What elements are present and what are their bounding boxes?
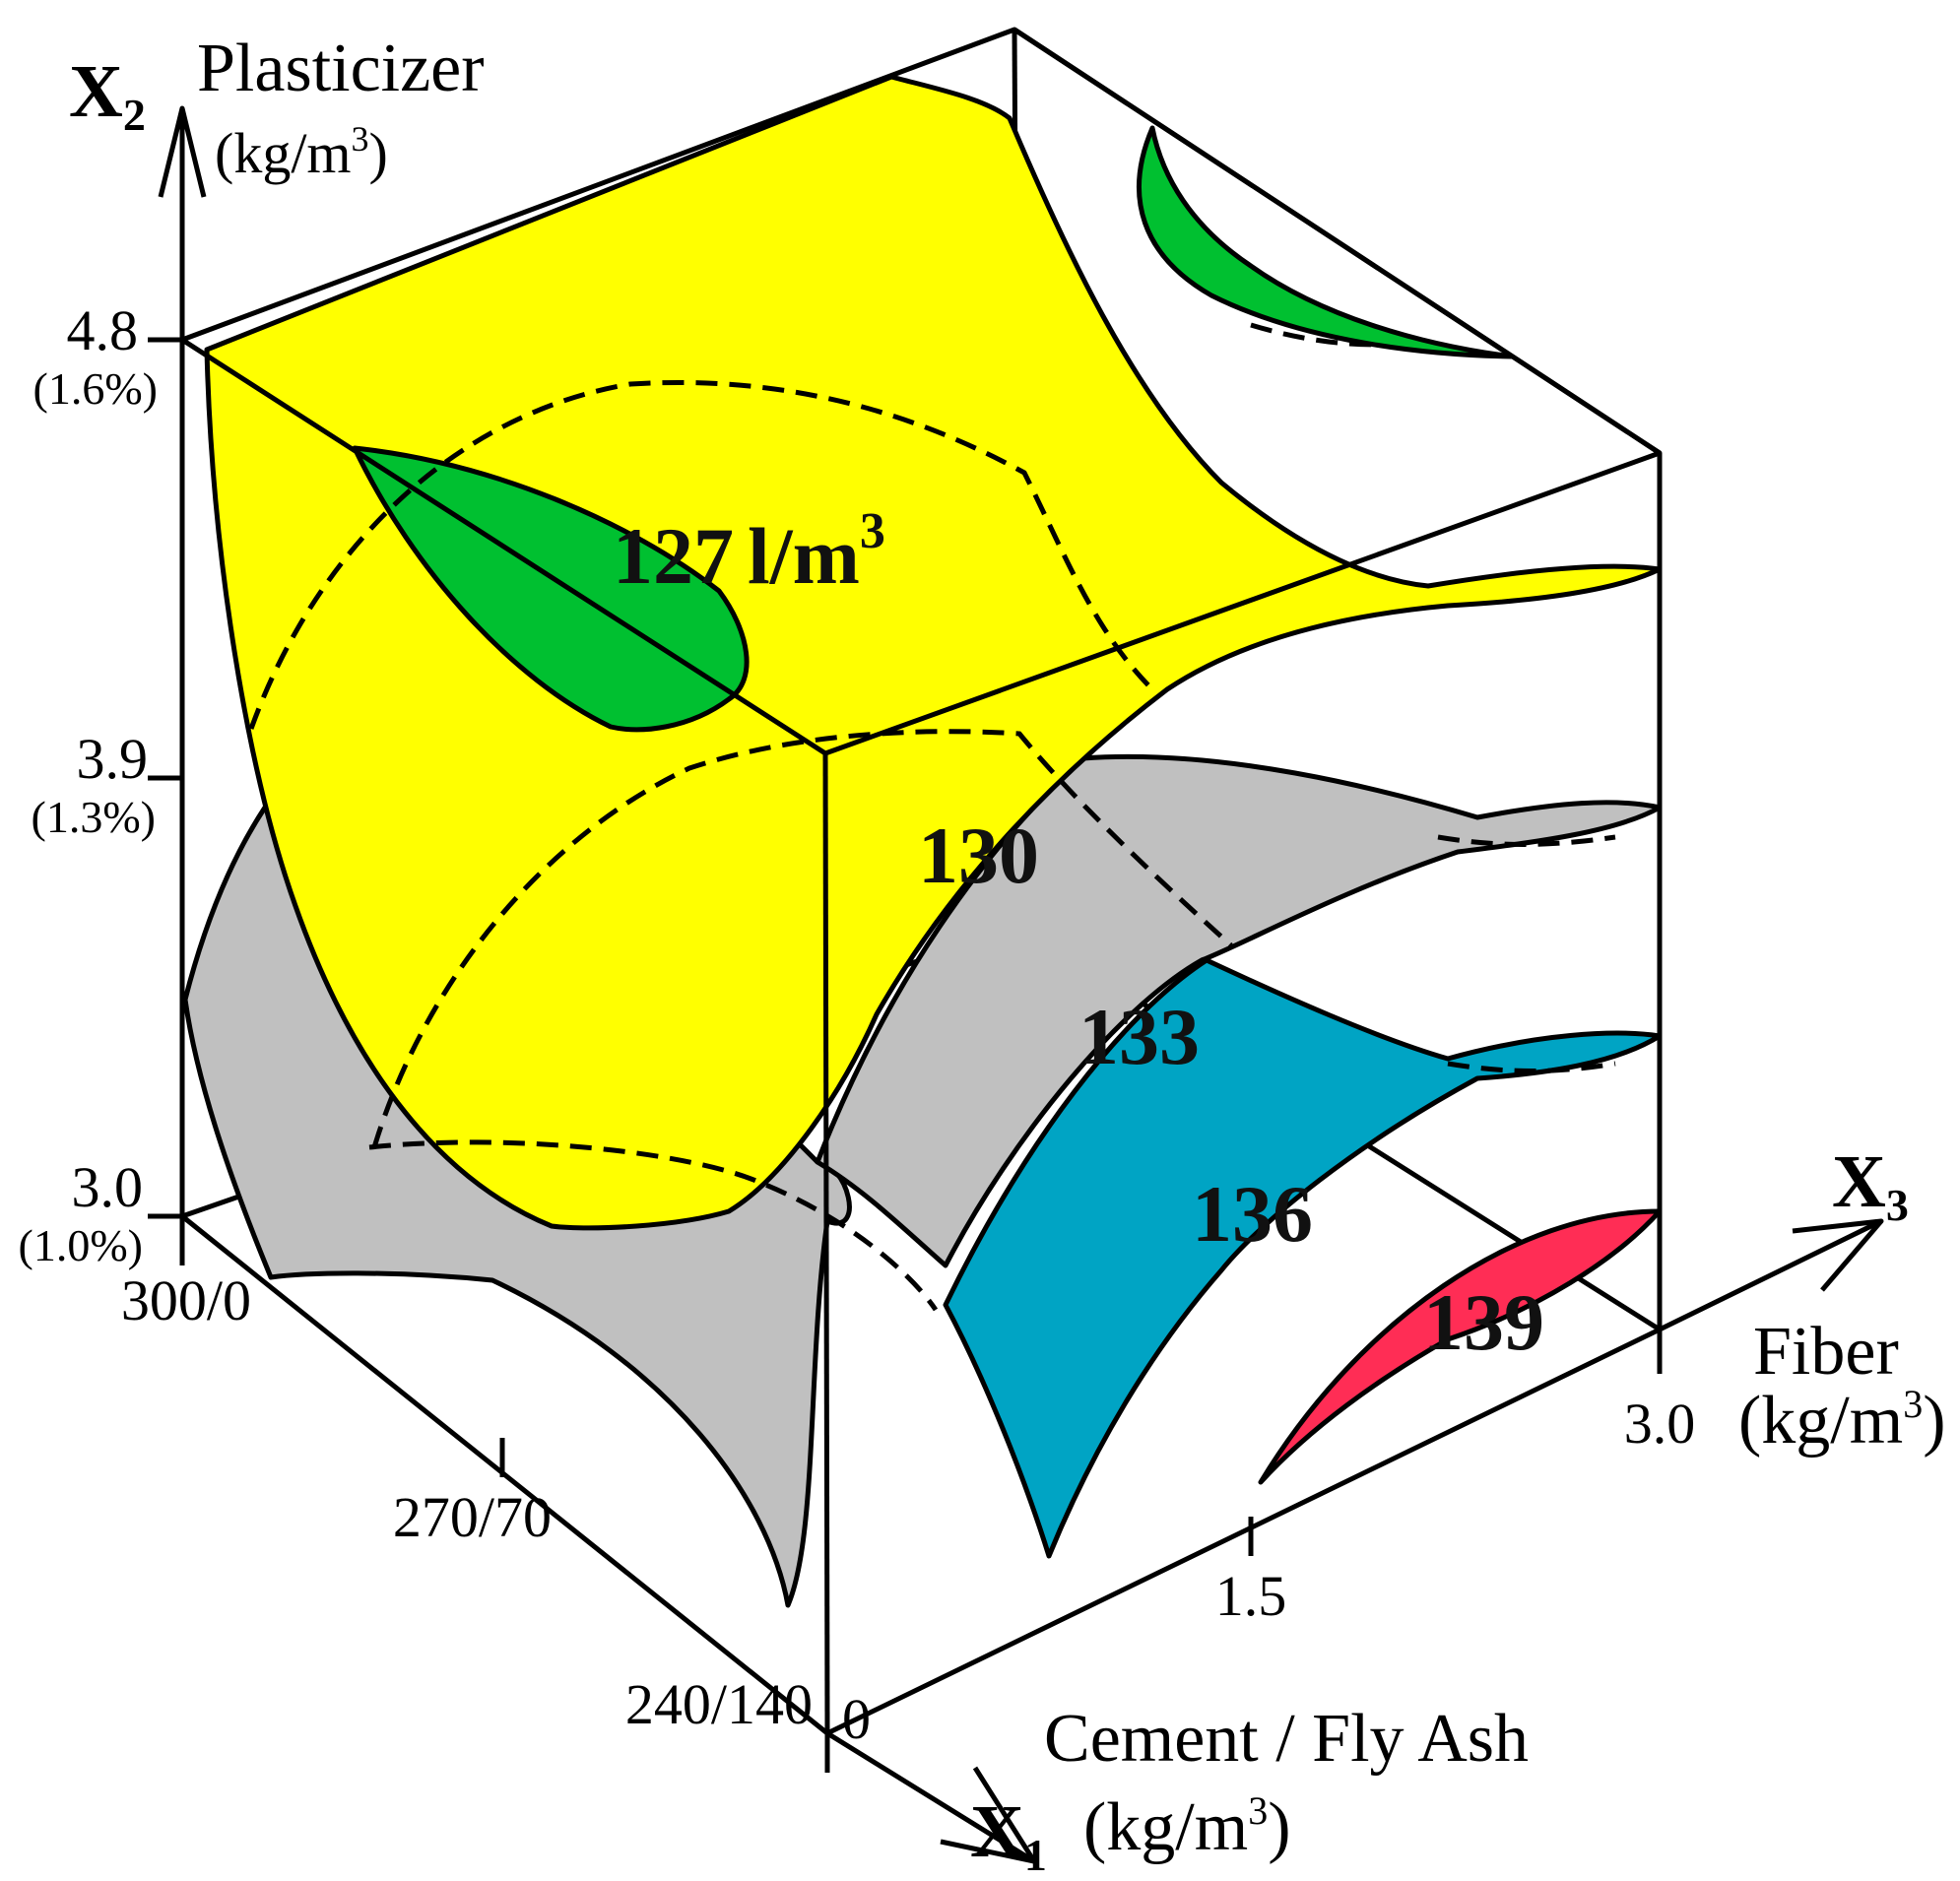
x3-tick-labels: 0 1.5 3.0 (842, 1392, 1695, 1751)
isosurface-130-sheet (204, 74, 1663, 1231)
x1-tick-300-0: 300/0 (121, 1268, 251, 1332)
x2-tick-4.8: 4.8 (67, 298, 139, 362)
x1-unit: (kg/m3) (1083, 1788, 1291, 1865)
x2-tick-labels: 4.8 (1.6%) 3.9 (1.3%) 3.0 (1.0%) (19, 298, 158, 1270)
x2-axis (148, 105, 207, 1219)
x2-axis-label: X2 Plasticizer (kg/m3) (69, 31, 485, 185)
isosurface-139-label: 139 (1423, 1277, 1544, 1367)
x3-tick-1.5: 1.5 (1215, 1564, 1287, 1628)
x2-tick-3.0: 3.0 (72, 1155, 144, 1219)
hidden-contours (248, 322, 1616, 1312)
isosurface-139-sheet (1258, 1208, 1663, 1485)
x2-symbol: X2 (69, 50, 146, 140)
x1-name: Cement / Fly Ash (1044, 1701, 1529, 1777)
isosurface-127-front-lobe (352, 445, 750, 733)
x1-tick-270-70: 270/70 (393, 1485, 552, 1549)
isosurface-136-label: 136 (1192, 1169, 1313, 1259)
isosurface-133-label: 133 (1078, 992, 1200, 1081)
isosurface-139 (1258, 1208, 1663, 1485)
x2-tick-4.8-pct: (1.6%) (33, 363, 158, 414)
x1-tick-labels: 300/0 270/70 240/140 (121, 1268, 813, 1736)
x3-tick-0: 0 (842, 1687, 871, 1751)
isosurface-130 (204, 74, 1663, 1231)
isosurface-130-label: 130 (918, 811, 1039, 900)
isosurface-136-sheet (943, 957, 1663, 1559)
x1-axis (179, 1216, 1037, 1864)
x3-tick-3.0: 3.0 (1624, 1392, 1696, 1456)
x2-tick-3.9: 3.9 (77, 727, 149, 791)
x2-name: Plasticizer (197, 31, 485, 106)
x3-name: Fiber (1753, 1314, 1899, 1390)
x1-tick-240-140: 240/140 (625, 1672, 813, 1736)
x3-axis (824, 1218, 1884, 1773)
x1-axis-label: Cement / Fly Ash X1 (kg/m3) (970, 1701, 1529, 1880)
x2-unit: (kg/m3) (215, 119, 388, 185)
isosurface-136 (943, 957, 1663, 1559)
x1-symbol: X1 (970, 1790, 1047, 1880)
x2-tick-3.0-pct: (1.0%) (19, 1220, 143, 1270)
x2-tick-3.9-pct: (1.3%) (32, 792, 156, 842)
x3-unit: (kg/m3) (1738, 1382, 1946, 1459)
x3-symbol: X3 (1832, 1140, 1909, 1230)
x3-axis-label: X3 Fiber (kg/m3) (1738, 1140, 1946, 1459)
